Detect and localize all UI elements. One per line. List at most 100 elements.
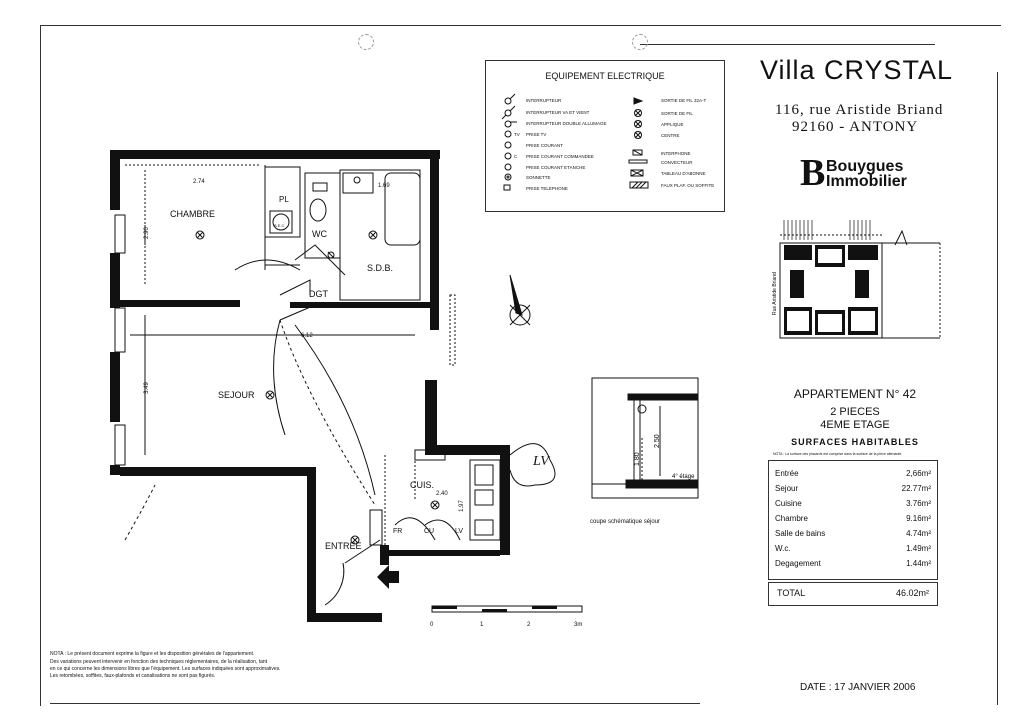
room-label-entree: ENTREE bbox=[325, 541, 362, 551]
section-drawing: 1.80 2.50 4° étage bbox=[591, 377, 699, 499]
legend-title: EQUIPEMENT ELECTRIQUE bbox=[545, 71, 665, 81]
floor-plan bbox=[110, 150, 556, 622]
legend-item-applique: APPLIQUE bbox=[661, 122, 684, 127]
surface-value: 4.74m² bbox=[906, 529, 931, 538]
dim-sdb: 1.69 bbox=[378, 183, 390, 189]
surface-label: Degagement bbox=[775, 559, 821, 568]
surface-row-degagement: Degagement 1.44m² bbox=[775, 559, 931, 568]
scale-label-1: 1 bbox=[480, 622, 484, 628]
section-caption: coupe schématique séjour bbox=[590, 519, 661, 525]
total-value: 46.02m² bbox=[895, 588, 929, 598]
legend-item-sortie-32a: SORTIE DE FIL 32A-T bbox=[661, 98, 707, 103]
legend-item-double-allumage: INTERRUPTEUR DOUBLE ALLUMAGE bbox=[526, 121, 607, 126]
surface-value: 3.76m² bbox=[906, 499, 931, 508]
legend-item-sortie-fil: SORTIE DE FIL bbox=[661, 111, 693, 116]
surface-label: Chambre bbox=[775, 514, 808, 523]
surface-total: TOTAL 46.02m² bbox=[768, 582, 938, 606]
note-line-1: NOTA : Le présent document exprime la fi… bbox=[50, 651, 255, 657]
surface-label: Sejour bbox=[775, 484, 799, 493]
top-right-rule bbox=[640, 44, 935, 45]
room-label-fr: FR bbox=[393, 528, 403, 535]
dim-cuisine-width: 2.40 bbox=[436, 491, 448, 497]
room-label-cuis: CUIS. bbox=[410, 480, 435, 490]
address-line1: 116, rue Aristide Briand bbox=[775, 102, 944, 118]
dim-sejour-width: 6.12 bbox=[301, 333, 313, 339]
scale-bar bbox=[431, 605, 583, 613]
legend-item-prise-tv: PRISE TV bbox=[526, 132, 547, 137]
document-date: DATE : 17 JANVIER 2006 bbox=[800, 682, 916, 693]
surface-label: Salle de bains bbox=[775, 529, 826, 538]
legend-item-centre: CENTRE bbox=[661, 133, 680, 138]
room-label-chambre: CHAMBRE bbox=[170, 209, 216, 219]
legend-symbols bbox=[501, 93, 649, 191]
surface-value: 2,66m² bbox=[906, 469, 931, 478]
surface-label: Cuisine bbox=[775, 499, 802, 508]
legend-item-sonnette: SONNETTE bbox=[526, 175, 551, 180]
room-label-wc: WC bbox=[312, 229, 327, 239]
surface-value: 1.44m² bbox=[906, 559, 931, 568]
legend-item-prise-telephone: PRISE TELEPHONE bbox=[526, 186, 568, 191]
dim-sejour-height: 3.49 bbox=[143, 382, 150, 394]
room-label-sejour: SEJOUR bbox=[218, 390, 255, 400]
surface-label: Entrée bbox=[775, 469, 799, 478]
surface-value: 1.49m² bbox=[906, 544, 931, 553]
section-dim-250: 2.50 bbox=[654, 434, 661, 448]
drawing-sheet bbox=[40, 25, 1001, 706]
punch-hole-right bbox=[632, 34, 648, 50]
dim-chambre-height: 2.90 bbox=[143, 227, 150, 239]
legend-item-prise-commandee: PRISE COURANT COMMANDEE bbox=[526, 154, 594, 159]
scale-label-0: 0 bbox=[430, 622, 434, 628]
note-line-3: en ce qui concerne les dimensions libres… bbox=[50, 666, 281, 672]
apartment-pieces: 2 PIECES bbox=[830, 406, 880, 418]
legend-item-convecteur: CONVECTEUR bbox=[661, 160, 693, 165]
total-label: TOTAL bbox=[777, 588, 806, 598]
room-label-lv-box: LV bbox=[455, 528, 464, 535]
room-label-pl: PL bbox=[279, 195, 289, 204]
address-line2: 92160 - ANTONY bbox=[792, 119, 919, 135]
surfaces-table: Entrée 2,66m² Sejour 22.77m² Cuisine 3.76m²… bbox=[768, 460, 938, 580]
brand-line1: Bouygues bbox=[826, 158, 904, 175]
dim-cuisine-height: 1.97 bbox=[458, 500, 465, 512]
surface-row-sdb: Salle de bains 4.74m² bbox=[775, 529, 931, 538]
section-floor-label: 4° étage bbox=[672, 474, 695, 480]
surface-value: 9.16m² bbox=[906, 514, 931, 523]
surface-label: W.c. bbox=[775, 544, 791, 553]
scale-label-2: 2 bbox=[527, 622, 531, 628]
legend-item-interrupteur: INTERRUPTEUR bbox=[526, 98, 562, 103]
surface-row-wc: W.c. 1.49m² bbox=[775, 544, 931, 553]
note-line-4: Les retombées, soffites, faux-plafonds e… bbox=[50, 673, 216, 679]
note-line-2: Des variations peuvent intervenir en fon… bbox=[50, 659, 268, 665]
scale-label-3m: 3m bbox=[574, 622, 583, 628]
key-plan: Rue Aristide Briand bbox=[772, 220, 941, 339]
room-label-dgt: DGT bbox=[309, 289, 328, 299]
punch-hole-left bbox=[358, 34, 374, 50]
apartment-number: APPARTEMENT N° 42 bbox=[793, 387, 917, 401]
dim-chambre-width: 2.74 bbox=[193, 179, 205, 185]
right-edge-rule bbox=[997, 72, 998, 705]
brand-mark: B bbox=[800, 152, 826, 194]
surface-row-chambre: Chambre 9.16m² bbox=[775, 514, 931, 523]
legend-prefix-tv: TV bbox=[514, 132, 520, 137]
surface-row-entree: Entrée 2,66m² bbox=[775, 469, 931, 478]
surface-row-cuisine: Cuisine 3.76m² bbox=[775, 499, 931, 508]
electrical-legend: EQUIPEMENT ELECTRIQUE INTERRUPTEUR INTER… bbox=[485, 60, 725, 212]
room-label-bec: B.E.C bbox=[274, 223, 285, 228]
section-dim-180: 1.80 bbox=[634, 452, 641, 466]
room-label-cu: CU bbox=[424, 528, 435, 535]
surfaces-note: NOTA : La surface des placards est compr… bbox=[773, 452, 903, 456]
brand-line2: Immobilier bbox=[826, 173, 907, 190]
legend-item-prise-etanche: PRISE COURANT ETANCHE bbox=[526, 165, 586, 170]
apartment-floor: 4EME ETAGE bbox=[820, 419, 890, 431]
legend-item-tableau: TABLEAU D'ABONNE bbox=[661, 171, 706, 176]
legend-item-interphone: INTERPHONE bbox=[661, 151, 691, 156]
bouygues-logo: B Bouygues Immobilier bbox=[800, 152, 930, 194]
key-plan-street: Rue Aristide Briand bbox=[772, 272, 778, 315]
legend-item-prise-courant: PRISE COURANT bbox=[526, 143, 564, 148]
surfaces-title: SURFACES HABITABLES bbox=[791, 437, 919, 447]
legend-item-va-et-vient: INTERRUPTEUR VA ET VIENT bbox=[526, 110, 590, 115]
room-label-lv-handwritten: LV bbox=[533, 454, 549, 469]
legend-item-faux-plafond: FAUX PLAF. OU SOFFITE bbox=[661, 183, 715, 188]
legend-prefix-c: C bbox=[514, 154, 518, 159]
surface-value: 22.77m² bbox=[901, 484, 931, 493]
room-label-sdb: S.D.B. bbox=[367, 263, 394, 273]
